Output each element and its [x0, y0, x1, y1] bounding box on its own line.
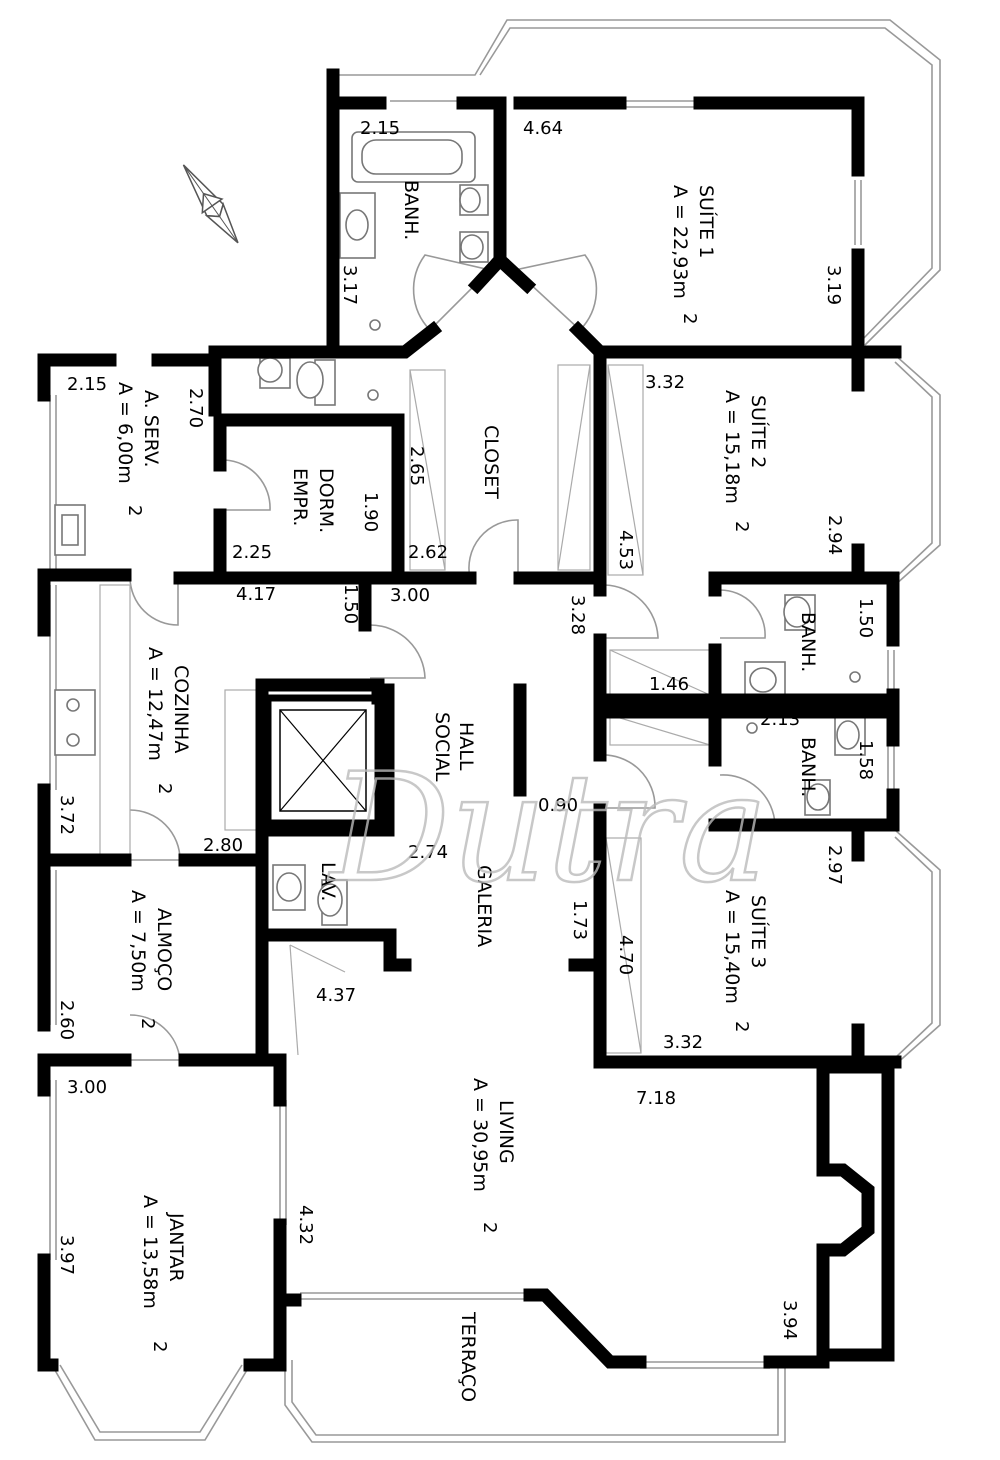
- svg-text:SOCIAL: SOCIAL: [431, 712, 453, 782]
- svg-text:2: 2: [479, 1222, 500, 1233]
- svg-text:2: 2: [679, 313, 700, 324]
- room-name: SUÍTE 2: [747, 395, 770, 468]
- svg-text:2: 2: [137, 1018, 158, 1029]
- svg-text:2: 2: [154, 783, 175, 794]
- svg-text:1.50: 1.50: [340, 584, 361, 624]
- room-terraco: TERRAÇO: [457, 1311, 479, 1402]
- room-closet: CLOSET: [480, 425, 502, 499]
- room-suite-3: SUÍTE 3 A = 15,40m 2: [721, 890, 770, 1032]
- svg-text:0.90: 0.90: [538, 795, 578, 816]
- svg-text:BANH.: BANH.: [797, 737, 819, 797]
- svg-text:3.32: 3.32: [663, 1032, 703, 1053]
- svg-text:3.00: 3.00: [390, 585, 430, 606]
- svg-text:2.15: 2.15: [360, 118, 400, 139]
- svg-text:BANH.: BANH.: [400, 180, 422, 240]
- svg-text:LIVING: LIVING: [495, 1100, 517, 1164]
- room-area: A = 15,40m: [721, 890, 743, 1004]
- room-name: SUÍTE 1: [695, 185, 718, 258]
- svg-text:3.19: 3.19: [823, 265, 844, 305]
- svg-text:4.70: 4.70: [615, 935, 636, 975]
- room-banh-3: BANH.: [797, 737, 819, 797]
- svg-text:GALERIA: GALERIA: [473, 865, 495, 947]
- room-name: SUÍTE 3: [747, 895, 770, 968]
- dimension-labels: 2.15 4.64 2.15 2.25 2.62 3.32 4.17 3.00 …: [56, 118, 876, 1340]
- svg-text:A = 30,95m: A = 30,95m: [469, 1078, 491, 1192]
- svg-text:3.94: 3.94: [779, 1300, 800, 1340]
- fixtures: [54, 131, 866, 926]
- svg-text:2.94: 2.94: [824, 515, 845, 555]
- balcony-outlines: [49, 19, 941, 1443]
- svg-text:1.58: 1.58: [855, 740, 876, 780]
- svg-text:TERRAÇO: TERRAÇO: [457, 1311, 479, 1402]
- svg-text:4.53: 4.53: [615, 530, 636, 570]
- compass-rose-icon: [182, 164, 239, 244]
- svg-text:BANH.: BANH.: [797, 612, 819, 672]
- svg-text:3.17: 3.17: [339, 265, 360, 305]
- svg-text:A. SERV.: A. SERV.: [140, 390, 162, 468]
- svg-text:2: 2: [124, 505, 145, 516]
- svg-text:7.18: 7.18: [636, 1088, 676, 1109]
- room-living: LIVING A = 30,95m 2: [469, 1078, 517, 1233]
- svg-text:3.32: 3.32: [645, 372, 685, 393]
- svg-text:2.80: 2.80: [203, 835, 243, 856]
- svg-text:2.74: 2.74: [408, 842, 448, 863]
- walls: [37, 68, 902, 1372]
- svg-text:A = 7,50m: A = 7,50m: [127, 890, 149, 992]
- room-area: A = 15,18m: [721, 390, 743, 504]
- svg-text:1.46: 1.46: [649, 674, 689, 695]
- svg-text:HALL: HALL: [455, 722, 477, 771]
- svg-text:COZINHA: COZINHA: [170, 665, 192, 753]
- room-suite-1: SUÍTE 1 A = 22,93m 2: [669, 185, 718, 324]
- svg-text:3.97: 3.97: [56, 1235, 77, 1275]
- svg-text:3.72: 3.72: [56, 795, 77, 835]
- svg-text:EMPR.: EMPR.: [289, 468, 311, 526]
- svg-text:2.62: 2.62: [408, 542, 448, 563]
- svg-text:4.37: 4.37: [316, 985, 356, 1006]
- svg-text:A = 6,00m: A = 6,00m: [114, 382, 136, 484]
- room-hall-social: HALL SOCIAL: [431, 712, 477, 782]
- watermark-logo: Dutra: [326, 741, 770, 918]
- room-banh-1: BANH.: [400, 180, 422, 240]
- svg-text:2.97: 2.97: [824, 845, 845, 885]
- svg-text:2.15: 2.15: [67, 374, 107, 395]
- svg-text:LAV.: LAV.: [317, 862, 339, 901]
- svg-text:2.13: 2.13: [760, 709, 800, 730]
- svg-text:CLOSET: CLOSET: [480, 425, 502, 499]
- svg-text:4.64: 4.64: [523, 118, 563, 139]
- svg-text:Dutra: Dutra: [327, 742, 768, 916]
- svg-text:ALMOÇO: ALMOÇO: [153, 908, 175, 991]
- svg-text:2.60: 2.60: [56, 1000, 77, 1040]
- room-lav: LAV.: [317, 862, 339, 901]
- fireplace: [816, 1060, 895, 1362]
- svg-text:1.73: 1.73: [569, 900, 590, 940]
- room-galeria: GALERIA: [473, 865, 495, 947]
- svg-text:2: 2: [731, 521, 752, 532]
- svg-text:2: 2: [149, 1341, 170, 1352]
- svg-text:2.65: 2.65: [406, 446, 427, 486]
- room-labels: SUÍTE 1 A = 22,93m 2 SUÍTE 2 A = 15,18m …: [114, 180, 819, 1402]
- svg-text:JANTAR: JANTAR: [165, 1212, 187, 1282]
- svg-text:1.50: 1.50: [855, 598, 876, 638]
- room-suite-2: SUÍTE 2 A = 15,18m 2: [721, 390, 770, 532]
- svg-text:3.00: 3.00: [67, 1077, 107, 1098]
- room-banh-2: BANH.: [797, 612, 819, 672]
- svg-text:4.32: 4.32: [295, 1205, 316, 1245]
- svg-text:4.17: 4.17: [236, 584, 276, 605]
- room-dorm-empr: DORM. EMPR.: [289, 468, 337, 533]
- svg-text:A = 12,47m: A = 12,47m: [144, 647, 166, 761]
- room-almoco: ALMOÇO A = 7,50m 2: [127, 890, 175, 1029]
- svg-text:2.70: 2.70: [185, 388, 206, 428]
- room-cozinha: COZINHA A = 12,47m 2: [144, 647, 192, 794]
- room-jantar: JANTAR A = 13,58m 2: [139, 1195, 187, 1352]
- svg-text:1.90: 1.90: [360, 492, 381, 532]
- svg-text:2.25: 2.25: [232, 542, 272, 563]
- room-a-serv: A. SERV. A = 6,00m 2: [114, 382, 162, 516]
- svg-text:A = 13,58m: A = 13,58m: [139, 1195, 161, 1309]
- svg-text:3.28: 3.28: [567, 595, 588, 635]
- svg-text:2: 2: [731, 1021, 752, 1032]
- svg-text:DORM.: DORM.: [315, 468, 337, 533]
- room-area: A = 22,93m: [669, 185, 691, 299]
